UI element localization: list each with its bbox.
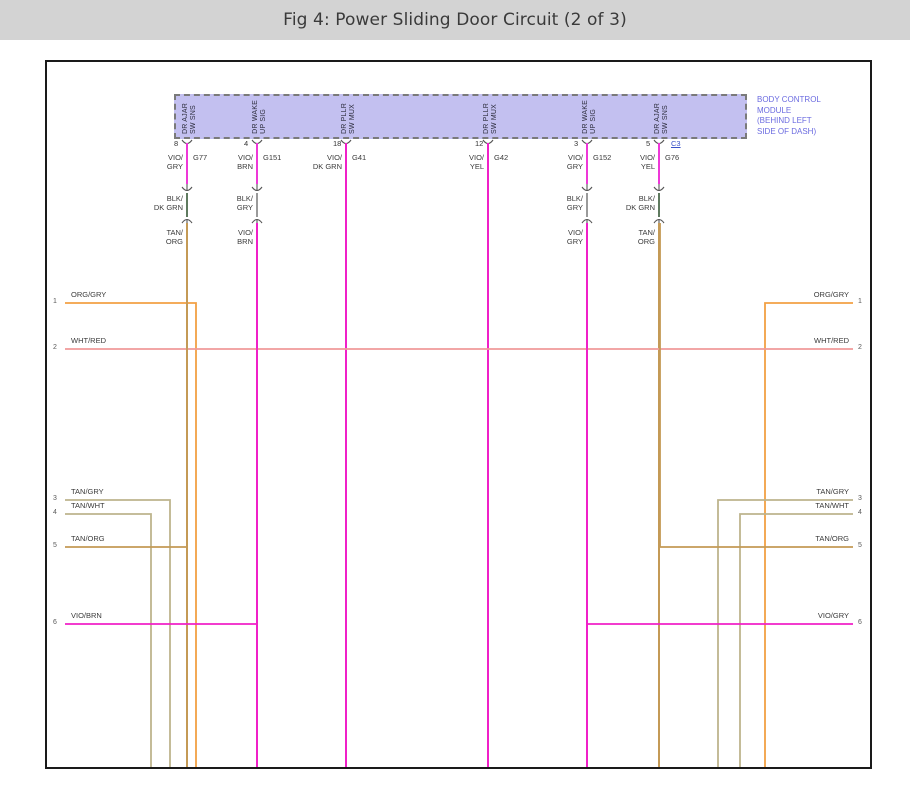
wire-tan-gry-right — [717, 499, 853, 767]
wire-org-gry-right — [764, 302, 853, 767]
connector-id-c3: C3 — [671, 139, 681, 148]
pin-signal-label: DR AJAR SW SNS — [182, 103, 197, 134]
wire-vio-gry-right — [586, 223, 853, 625]
wire-label-bottom: VIO/ GRY — [566, 228, 583, 246]
wire-label-top: VIO/ DK GRN — [312, 153, 342, 171]
wire-label-mid: BLK/ GRY — [566, 194, 583, 212]
terminal-label-right: WHT/RED — [814, 336, 849, 345]
pin-terminal-arc — [581, 139, 593, 145]
terminal-number-left: 1 — [53, 298, 57, 305]
ground-id-label: G152 — [593, 153, 612, 162]
wire-label-top: VIO/ YEL — [639, 153, 655, 171]
terminal-number-right: 1 — [858, 298, 862, 305]
wire-label-mid: BLK/ DK GRN — [625, 194, 655, 212]
pin-number: 5 — [646, 139, 651, 148]
wire-label-mid: BLK/ GRY — [236, 194, 253, 212]
terminal-label-right: VIO/GRY — [817, 611, 849, 620]
terminal-label-left: VIO/BRN — [71, 611, 102, 620]
wire-tan-gry-left — [65, 499, 171, 767]
wire-tan-wht-right — [739, 513, 853, 767]
pin-signal-label: DR WAKE UP SIG — [582, 100, 597, 134]
pin-signal-label: DR AJAR SW SNS — [654, 103, 669, 134]
pin-number: 8 — [174, 139, 179, 148]
pin-terminal-arc — [653, 139, 665, 145]
pin-number: 4 — [244, 139, 249, 148]
bcm-module-label: BODY CONTROL MODULE (BEHIND LEFT SIDE OF… — [757, 95, 821, 136]
wire-label-top: VIO/ BRN — [237, 153, 253, 171]
terminal-label-right: TAN/ORG — [815, 534, 849, 543]
terminal-label-left: TAN/WHT — [71, 501, 105, 510]
terminal-label-left: TAN/GRY — [71, 487, 104, 496]
pin-number: 18 — [333, 139, 342, 148]
terminal-number-left: 4 — [53, 509, 57, 516]
pin-terminal-arc — [251, 139, 263, 145]
wire-tan-wht-left — [65, 513, 152, 767]
terminal-number-left: 6 — [53, 619, 57, 626]
pin-number: 12 — [475, 139, 484, 148]
figure-header-bar: Fig 4: Power Sliding Door Circuit (2 of … — [0, 0, 910, 40]
wiring-diagram-frame: DR AJAR SW SNS DR WAKE UP SIG DR PLLR SW M… — [45, 60, 872, 769]
terminal-label-left: ORG/GRY — [71, 290, 107, 299]
pin-signal-label: DR WAKE UP SIG — [252, 100, 267, 134]
wire-org-gry-left — [65, 302, 197, 767]
terminal-label-right: ORG/GRY — [813, 290, 849, 299]
pin-number: 3 — [574, 139, 579, 148]
wire-tan-org-right — [659, 223, 853, 548]
ground-id-label: G77 — [193, 153, 208, 162]
pin-signal-label: DR PLLR SW MUX — [483, 103, 498, 134]
bcm-connector-box[interactable]: DR AJAR SW SNS DR WAKE UP SIG DR PLLR SW M… — [174, 94, 747, 139]
pin-terminal-arc — [181, 139, 193, 145]
wire-label-top: VIO/ YEL — [468, 153, 484, 171]
wire-label-top: VIO/ GRY — [566, 153, 583, 171]
terminal-number-right: 3 — [858, 495, 862, 502]
terminal-number-left: 5 — [53, 542, 57, 549]
pin-terminal-arc — [340, 139, 352, 145]
ground-id-label: G41 — [352, 153, 367, 162]
wire-vio-brn-left — [65, 223, 258, 625]
terminal-label-right: TAN/WHT — [815, 501, 849, 510]
terminal-number-left: 3 — [53, 495, 57, 502]
wire-label-mid: BLK/ DK GRN — [153, 194, 183, 212]
ground-id-label: G76 — [665, 153, 680, 162]
terminal-number-right: 2 — [858, 344, 862, 351]
pin-terminal-arc — [482, 139, 494, 145]
pin-signal-label: DR PLLR SW MUX — [341, 103, 356, 134]
terminal-number-right: 4 — [858, 509, 862, 516]
terminal-number-right: 6 — [858, 619, 862, 626]
wire-tan-org-left — [65, 223, 188, 548]
terminal-number-left: 2 — [53, 344, 57, 351]
wiring-canvas — [65, 139, 853, 767]
ground-id-label: G42 — [494, 153, 509, 162]
wire-label-bottom: VIO/ BRN — [237, 228, 253, 246]
terminal-label-right: TAN/GRY — [816, 487, 849, 496]
wire-label-top: VIO/ GRY — [166, 153, 183, 171]
terminal-number-right: 5 — [858, 542, 862, 549]
ground-id-label: G151 — [263, 153, 282, 162]
terminal-label-left: TAN/ORG — [71, 534, 105, 543]
terminal-label-left: WHT/RED — [71, 336, 106, 345]
page-title: Fig 4: Power Sliding Door Circuit (2 of … — [283, 10, 627, 30]
wire-label-bottom: TAN/ ORG — [165, 228, 183, 246]
wire-label-bottom: TAN/ ORG — [637, 228, 655, 246]
